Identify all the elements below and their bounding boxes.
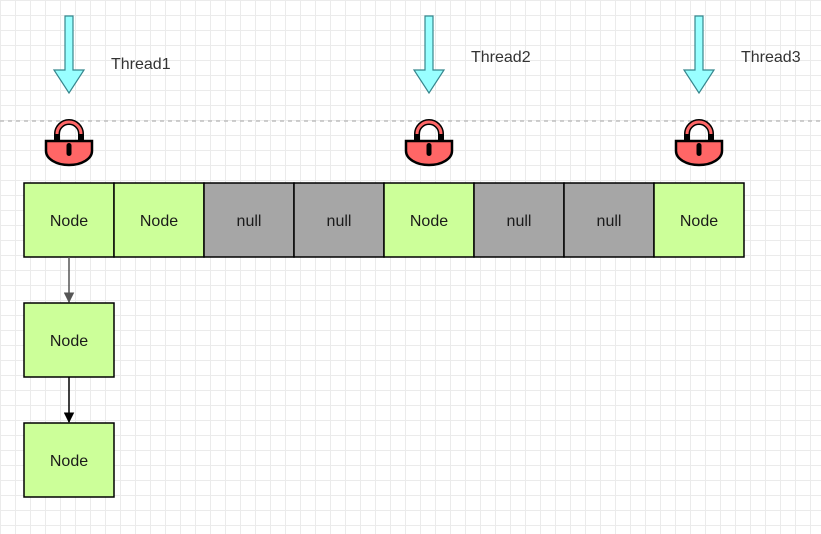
- thread-arrow-icon: [682, 15, 716, 95]
- locks: [44, 119, 724, 167]
- null-box: [293, 182, 385, 258]
- node-box: [23, 182, 115, 258]
- node-box: [23, 302, 115, 378]
- cell-label: null: [237, 213, 262, 230]
- bucket-cell-5: null: [473, 182, 565, 258]
- lock-icon: [44, 119, 94, 167]
- thread-label: Thread1: [111, 56, 171, 73]
- cell-label: Node: [140, 213, 178, 230]
- chain-node-label: Node: [50, 333, 88, 350]
- cell-label: null: [597, 213, 622, 230]
- thread-arrow-icon: [52, 15, 86, 95]
- cell-label: Node: [410, 213, 448, 230]
- bucket-cell-3: null: [293, 182, 385, 258]
- bucket-cell-7: Node: [653, 182, 745, 258]
- cell-label: null: [327, 213, 352, 230]
- cell-label: null: [507, 213, 532, 230]
- thread-1: Thread1: [52, 15, 171, 95]
- cell-label: Node: [50, 213, 88, 230]
- null-box: [473, 182, 565, 258]
- node-box: [23, 422, 115, 498]
- thread-3: Thread3: [682, 15, 801, 95]
- thread-2: Thread2: [412, 15, 531, 95]
- bucket-cell-2: null: [203, 182, 295, 258]
- thread-label: Thread2: [471, 49, 531, 66]
- null-box: [203, 182, 295, 258]
- chain-node-label: Node: [50, 453, 88, 470]
- node-box: [113, 182, 205, 258]
- bucket-cell-6: null: [563, 182, 655, 258]
- cell-label: Node: [680, 213, 718, 230]
- bucket-cell-1: Node: [113, 182, 205, 258]
- node-box: [653, 182, 745, 258]
- threads: Thread1 Thread2 Thread3: [52, 15, 801, 95]
- null-box: [563, 182, 655, 258]
- chain-node-1: Node: [23, 377, 115, 498]
- thread-arrow-icon: [412, 15, 446, 95]
- lock-icon: [404, 119, 454, 167]
- thread-label: Thread3: [741, 49, 801, 66]
- bucket-cell-4: Node: [383, 182, 475, 258]
- bucket-cell-0: Node: [23, 182, 115, 258]
- chain-node-0: Node: [23, 257, 115, 378]
- bucket-array: Node Node null null Node null null Node: [23, 182, 745, 258]
- lock-icon: [674, 119, 724, 167]
